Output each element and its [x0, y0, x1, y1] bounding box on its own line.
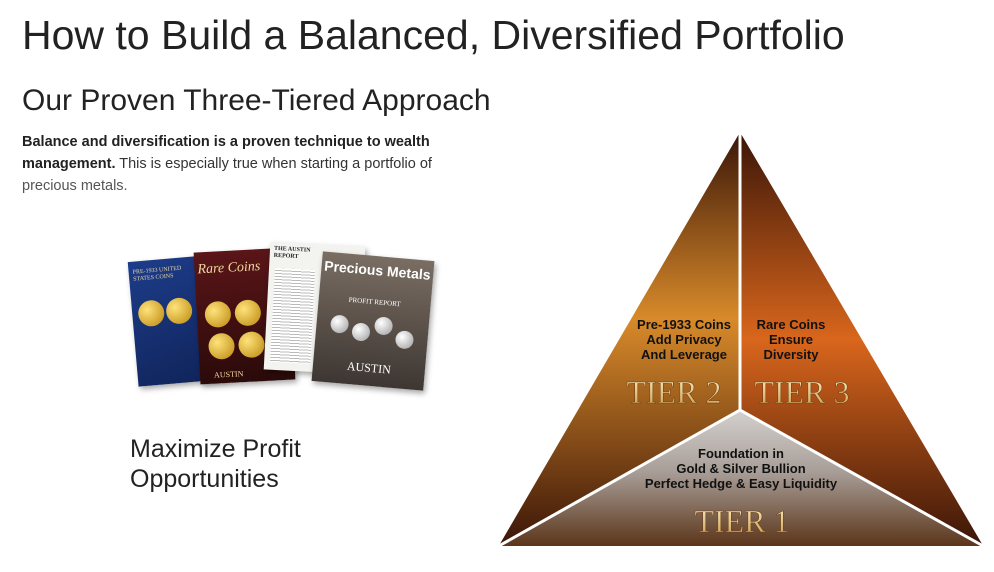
- tier-1-segment: [497, 410, 985, 547]
- page-title: How to Build a Balanced, Diversified Por…: [22, 12, 845, 58]
- tier-2-line: Add Privacy: [646, 332, 722, 347]
- divider: [739, 408, 986, 549]
- tier-2-line: And Leverage: [641, 347, 727, 362]
- intro-bold: Balance and diversification is a proven …: [22, 134, 430, 172]
- intro-end: precious metals.: [22, 178, 128, 194]
- tier-3-label: TIER 3: [754, 374, 849, 410]
- tier-2-label: TIER 2: [626, 374, 721, 410]
- tier-3-line: Ensure: [769, 332, 813, 347]
- divider: [496, 408, 741, 549]
- tier-2-line: Pre-1933 Coins: [637, 317, 731, 332]
- tier-3-line: Rare Coins: [757, 317, 826, 332]
- pyramid-outline: [495, 128, 987, 548]
- intro-paragraph: Balance and diversification is a proven …: [22, 131, 472, 197]
- tier-1-line: Foundation in: [698, 446, 784, 461]
- tier-1-line: Gold & Silver Bullion: [676, 461, 805, 476]
- intro-text: This is especially true when starting a …: [115, 156, 432, 172]
- promo-text: Maximize Profit Opportunities: [130, 435, 301, 493]
- tier-3-line: Diversity: [764, 347, 820, 362]
- page-subtitle: Our Proven Three-Tiered Approach: [22, 84, 491, 117]
- tier-1-line: Perfect Hedge & Easy Liquidity: [645, 476, 838, 491]
- tier-1-label: TIER 1: [694, 503, 789, 539]
